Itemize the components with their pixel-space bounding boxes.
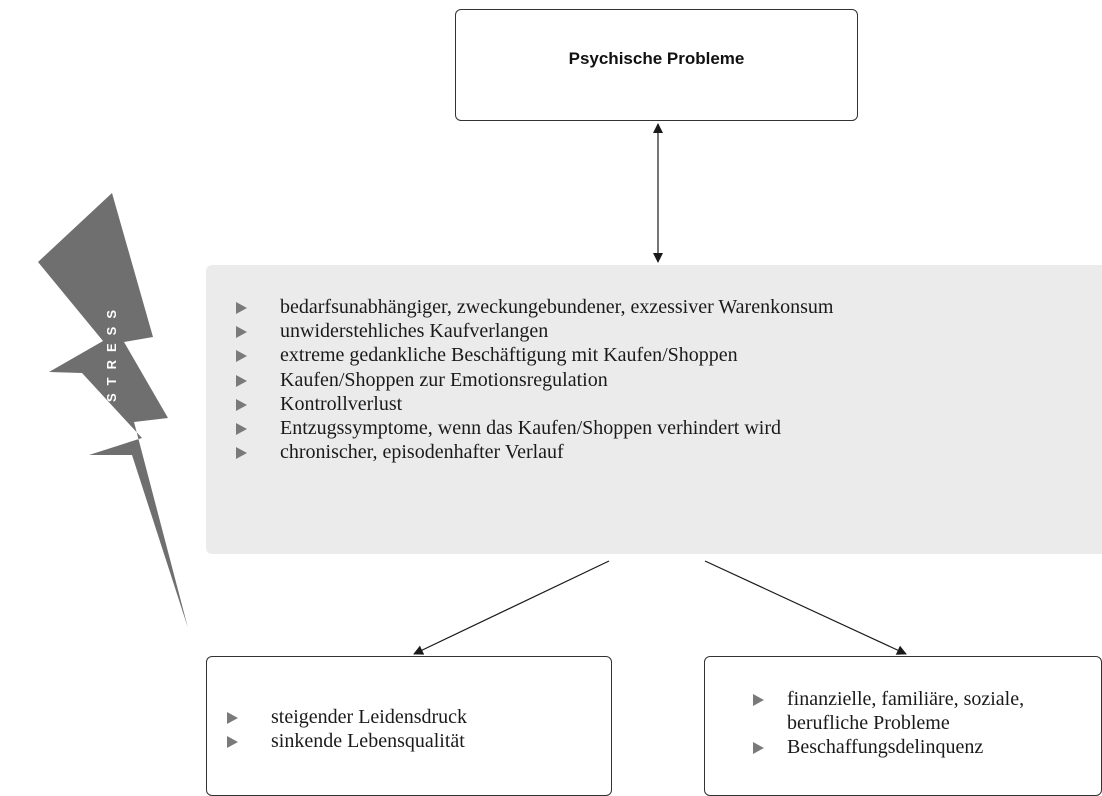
triangle-bullet-icon — [236, 302, 247, 314]
triangle-bullet-icon — [753, 694, 764, 706]
consequences-social-box: finanzielle, familiäre, soziale, berufli… — [704, 656, 1102, 796]
triangle-bullet-icon — [227, 712, 238, 724]
list-item: Kontrollverlust — [236, 392, 833, 416]
symptoms-panel: bedarfsunabhängiger, zweckungebundener, … — [206, 265, 1102, 554]
social-consequences-list: finanzielle, familiäre, soziale, berufli… — [753, 687, 1053, 759]
triangle-bullet-icon — [236, 350, 247, 363]
list-item: finanzielle, familiäre, soziale, berufli… — [753, 687, 1053, 735]
psychische-probleme-box: Psychische Probleme — [455, 9, 858, 121]
triangle-bullet-icon — [236, 398, 247, 411]
box-title: Psychische Probleme — [568, 49, 745, 68]
stress-lightning-bolt — [38, 193, 188, 628]
list-item-text: chronischer, episodenhafter Verlauf — [280, 441, 564, 464]
list-item-text: steigender Leidensdruck — [271, 706, 468, 728]
list-item: Beschaffungsdelinquenz — [753, 735, 1053, 759]
triangle-bullet-icon — [236, 423, 247, 436]
list-item-text: extreme gedankliche Beschäftigung mit Ka… — [280, 344, 738, 367]
list-item-text: Kontrollverlust — [280, 392, 403, 415]
triangle-bullet-icon — [227, 736, 238, 748]
list-item: Kaufen/Shoppen zur Emotionsregulation — [236, 368, 833, 392]
stress-label: STRESS — [104, 301, 119, 402]
list-item-text: sinkende Lebensqualität — [271, 730, 465, 752]
list-item: unwiderstehliches Kaufverlangen — [236, 319, 833, 343]
list-item-text: unwiderstehliches Kaufverlangen — [280, 320, 549, 343]
symptoms-list: bedarfsunabhängiger, zweckungebundener, … — [236, 295, 833, 464]
list-item: sinkende Lebensqualität — [227, 729, 467, 753]
personal-consequences-list: steigender Leidensdruck sinkende Lebensq… — [227, 705, 467, 753]
triangle-bullet-icon — [236, 374, 247, 387]
list-item: chronischer, episodenhafter Verlauf — [236, 440, 833, 464]
list-item-text: Beschaffungsdelinquenz — [787, 736, 984, 758]
list-item-text: Entzugssymptome, wenn das Kaufen/Shoppen… — [280, 417, 782, 440]
list-item: bedarfsunabhängiger, zweckungebundener, … — [236, 295, 833, 319]
arrow-to-left-box — [413, 560, 610, 655]
triangle-bullet-icon — [236, 326, 247, 339]
list-item: Entzugssymptome, wenn das Kaufen/Shoppen… — [236, 416, 833, 440]
consequences-personal-box: steigender Leidensdruck sinkende Lebensq… — [206, 656, 612, 796]
list-item-text: Kaufen/Shoppen zur Emotionsregulation — [280, 368, 608, 391]
list-item-text: finanzielle, familiäre, soziale, berufli… — [787, 688, 1025, 734]
list-item-text: bedarfsunabhängiger, zweckungebundener, … — [280, 296, 834, 318]
list-item: steigender Leidensdruck — [227, 705, 467, 729]
arrow-to-right-box — [704, 560, 907, 655]
triangle-bullet-icon — [753, 742, 764, 754]
list-item: extreme gedankliche Beschäftigung mit Ka… — [236, 343, 833, 367]
triangle-bullet-icon — [236, 447, 247, 460]
